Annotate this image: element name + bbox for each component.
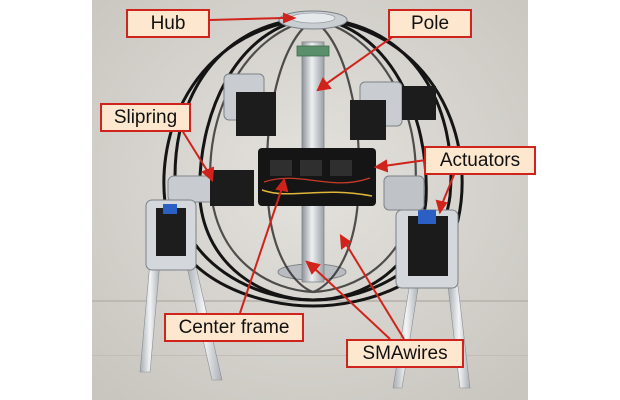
- hub-label: Hub: [126, 9, 210, 38]
- center-frame-label: Center frame: [164, 313, 304, 342]
- sma-wires-label: SMAwires: [346, 339, 464, 368]
- center-frame: [258, 148, 376, 206]
- pole-collar: [296, 45, 330, 57]
- upper-actuators: [223, 73, 436, 140]
- actuators-label: Actuators: [424, 146, 536, 175]
- pole-label: Pole: [388, 9, 472, 38]
- left-actuator: [145, 199, 197, 271]
- legs: [139, 261, 471, 389]
- floor-stripe: [92, 355, 528, 356]
- slipring-label: Slipring: [100, 103, 191, 132]
- leader-lines: [179, 12, 457, 340]
- right-actuator: [383, 175, 459, 289]
- hub: [278, 10, 348, 30]
